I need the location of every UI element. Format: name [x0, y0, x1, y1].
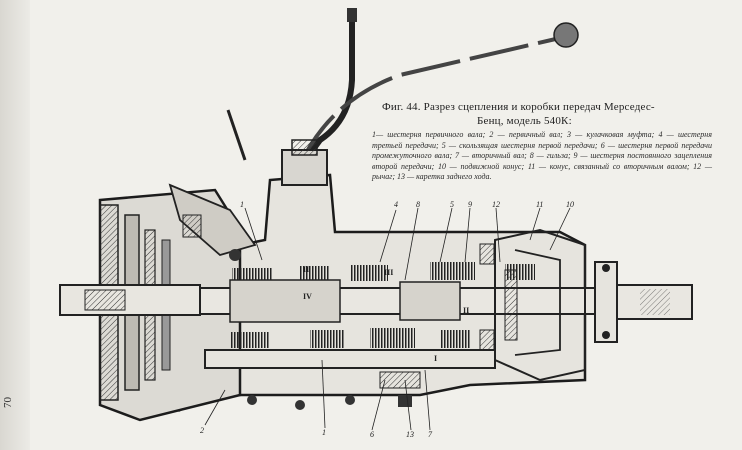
callout-1-bottom: 1 — [322, 428, 326, 437]
callout-11: 11 — [536, 200, 544, 209]
countershaft — [204, 328, 496, 389]
callout-4: 4 — [394, 200, 398, 209]
input-shaft — [59, 284, 201, 316]
gear-teeth-upper — [232, 262, 535, 281]
leader-lines — [204, 207, 571, 431]
callout-2: 2 — [200, 426, 204, 435]
gear-position-IV: IV — [303, 292, 312, 301]
gear-position-I: I — [434, 354, 438, 363]
callout-6: 6 — [370, 430, 374, 439]
figure-title-line2: Бенц, модель 540К: — [477, 115, 572, 127]
callout-8: 8 — [416, 200, 420, 209]
figure-title: Фиг. 44. Разрез сцепления и коробки пере… — [382, 100, 712, 128]
figure-legend: 1— шестерня первичного вала; 2 — первичн… — [372, 130, 712, 181]
output-flange — [594, 261, 693, 343]
callout-1-top: 1 — [240, 200, 244, 209]
callout-13: 13 — [406, 430, 414, 439]
clutch-pedal-rod — [226, 109, 247, 161]
page-binding-edge — [0, 0, 30, 450]
callout-9: 9 — [468, 200, 472, 209]
callout-5: 5 — [450, 200, 454, 209]
rear-cone-assembly — [494, 228, 586, 382]
callout-10: 10 — [566, 200, 574, 209]
bolts-and-bearings — [229, 243, 495, 410]
callout-12: 12 — [492, 200, 500, 209]
gear-position-III: III — [384, 268, 394, 277]
gear-position-II-top: II — [303, 265, 310, 274]
callout-7: 7 — [428, 430, 432, 439]
gear-position-II-mid: II — [463, 306, 470, 315]
figure-title-line1: Фиг. 44. Разрез сцепления и коробки пере… — [382, 101, 655, 113]
